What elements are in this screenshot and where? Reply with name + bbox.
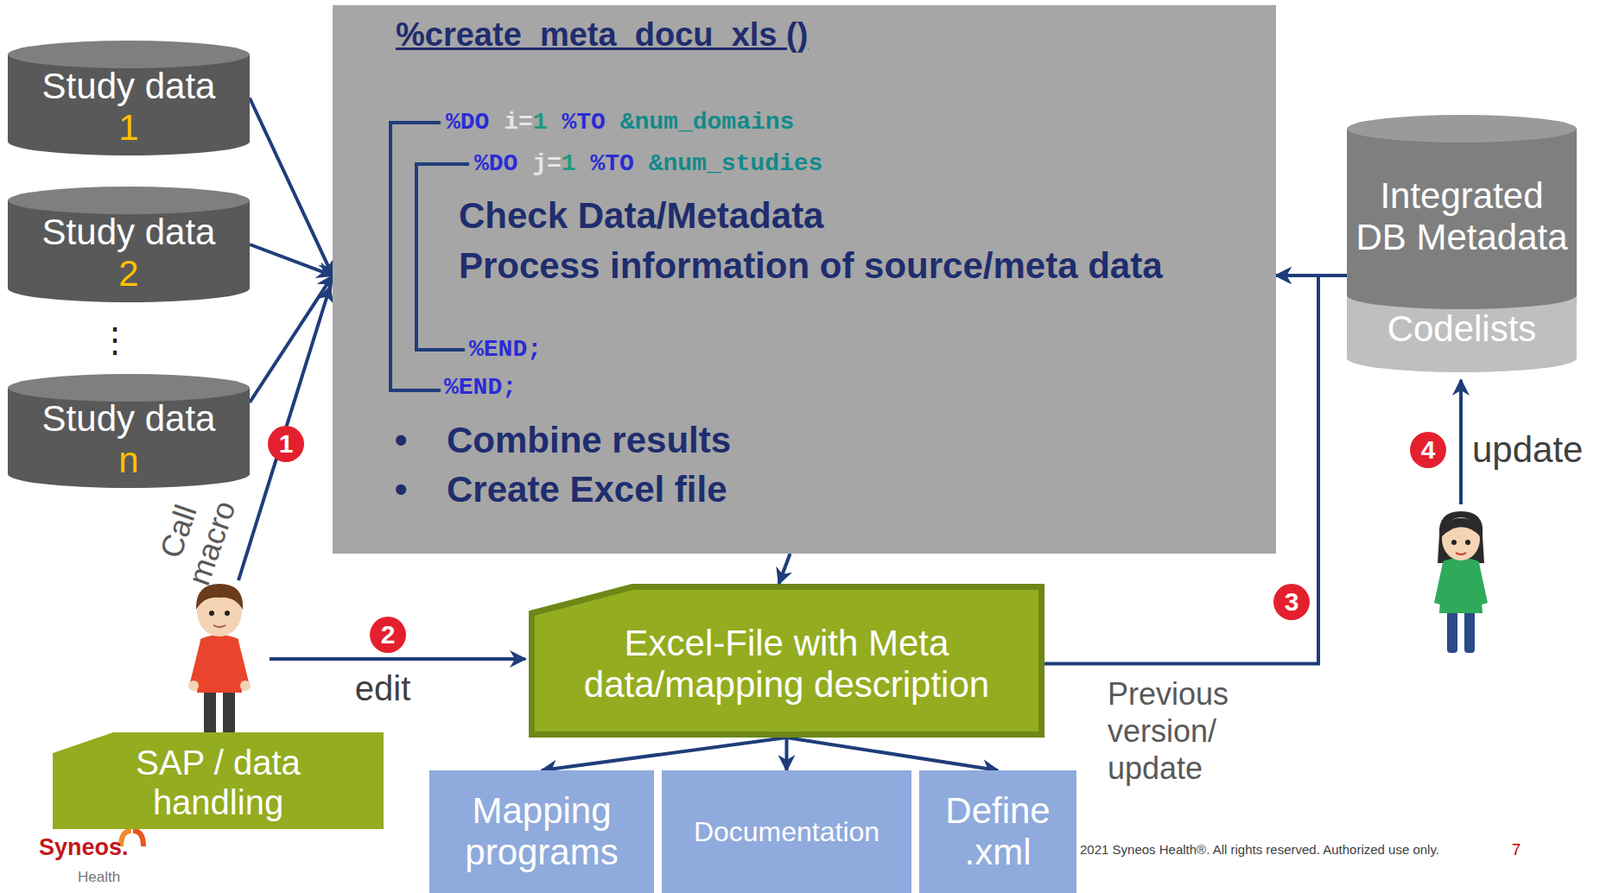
node-text: Study data xyxy=(42,398,216,440)
edge-label: Previous version/ update xyxy=(1107,675,1272,788)
flow-arrow xyxy=(1276,273,1347,278)
update-arrow xyxy=(1459,380,1463,505)
database-cylinder: Study datan xyxy=(7,374,250,489)
code-token xyxy=(517,150,533,178)
text-area: SAP / data handling xyxy=(52,739,384,826)
code-token: i= xyxy=(503,108,534,136)
person-figure xyxy=(188,584,251,737)
text-area: Documentation xyxy=(661,770,912,893)
document-box: SAP / data handling xyxy=(52,732,384,830)
code-line: %DO i=1 %TO &num_domains xyxy=(445,108,794,137)
node-text: n xyxy=(118,439,139,482)
panel-text: Create Excel file xyxy=(446,469,728,511)
code-token: j= xyxy=(532,150,562,178)
code-token: &num_domains xyxy=(620,108,795,136)
text-area: Study datan xyxy=(7,394,250,485)
code-token: %TO xyxy=(590,150,634,178)
macro-panel: %create_meta_docu_xls ()%DO i=1 %TO &num… xyxy=(332,5,1277,554)
code-token: %DO xyxy=(445,108,489,136)
node-text: Define .xml xyxy=(924,790,1072,875)
callout-number: 2 xyxy=(369,616,407,654)
codelist-band: Codelists xyxy=(1346,295,1577,373)
logo-text: Health xyxy=(77,869,121,887)
callout-number: 3 xyxy=(1273,584,1310,621)
loop-bracket xyxy=(390,122,441,391)
flow-arrow xyxy=(249,244,333,276)
bullet-mark: • xyxy=(394,469,408,511)
panel-text: Combine results xyxy=(446,419,731,462)
code-token xyxy=(488,108,504,136)
panel-text: Check Data/Metadata xyxy=(458,195,824,237)
output-box: Define .xml xyxy=(919,770,1077,893)
call-arrow xyxy=(238,286,331,581)
page-number: 7 xyxy=(1511,840,1522,860)
text-area: Study data1 xyxy=(7,61,250,153)
database-cylinder: Integrated DB MetadataCodelists xyxy=(1346,114,1577,373)
panel-text: Process information of source/meta data xyxy=(458,245,1163,287)
arrow-label: Call macro xyxy=(146,480,246,596)
footer-text: 2021 Syneos Health®. All rights reserved… xyxy=(1079,842,1440,858)
flow-arrow xyxy=(785,737,789,771)
loop-bracket xyxy=(416,164,470,350)
code-token: &num_studies xyxy=(648,150,824,178)
text-area: Mapping programs xyxy=(429,770,654,893)
code-token xyxy=(634,150,649,178)
node-text: Documentation xyxy=(693,816,880,849)
code-token xyxy=(605,108,621,136)
node-text: Study data xyxy=(42,65,216,108)
node-text: Study data xyxy=(42,211,216,254)
code-token: 1 xyxy=(533,108,548,136)
code-token xyxy=(547,108,563,136)
flow-arrow xyxy=(787,737,999,771)
text-area: Study data2 xyxy=(7,207,250,299)
node-text: Mapping programs xyxy=(438,790,646,875)
code-token: %END; xyxy=(469,336,542,363)
node-text: 2 xyxy=(118,253,139,295)
output-box: Mapping programs xyxy=(429,770,654,893)
panel-title: %create_meta_docu_xls () xyxy=(395,16,808,55)
callout-number: 1 xyxy=(267,425,305,463)
code-line: %DO j=1 %TO &num_studies xyxy=(474,150,823,178)
node-text: Excel-File with Meta data/mapping descri… xyxy=(553,622,1021,707)
text-area: Codelists xyxy=(1346,295,1577,363)
edit-arrow xyxy=(269,657,526,661)
document-box: Excel-File with Meta data/mapping descri… xyxy=(528,584,1045,738)
callout-number: 4 xyxy=(1409,431,1447,469)
database-cylinder: Study data2 xyxy=(7,186,250,303)
bullet-mark: • xyxy=(394,419,408,462)
code-line: %END; xyxy=(469,336,542,364)
code-token: %END; xyxy=(444,374,517,401)
node-text: Codelists xyxy=(1387,308,1537,350)
flow-arrow xyxy=(249,275,333,403)
arrow-label: update xyxy=(1472,429,1583,471)
arrow-label: edit xyxy=(355,668,412,709)
flow-arrow xyxy=(541,737,788,771)
output-box: Documentation xyxy=(661,770,912,893)
code-token: %DO xyxy=(474,150,518,178)
logo-text: Syneos. xyxy=(38,834,129,862)
code-line: %END; xyxy=(444,374,517,402)
text-area: Define .xml xyxy=(919,770,1077,893)
flow-arrow xyxy=(249,98,333,277)
database-cylinder: Study data1 xyxy=(7,40,250,156)
code-token: 1 xyxy=(561,150,577,178)
text-area: Integrated DB Metadata xyxy=(1346,140,1577,293)
node-text: 1 xyxy=(118,107,139,149)
text-area: Excel-File with Meta data/mapping descri… xyxy=(528,599,1045,730)
code-token xyxy=(576,150,591,178)
node-text: Integrated DB Metadata xyxy=(1355,175,1569,260)
code-token: %TO xyxy=(561,108,605,136)
flow-arrow xyxy=(779,553,791,585)
person-figure xyxy=(1434,511,1488,654)
node-text: SAP / data handling xyxy=(67,742,370,823)
ellipsis-mark: ⋮ xyxy=(97,319,133,360)
